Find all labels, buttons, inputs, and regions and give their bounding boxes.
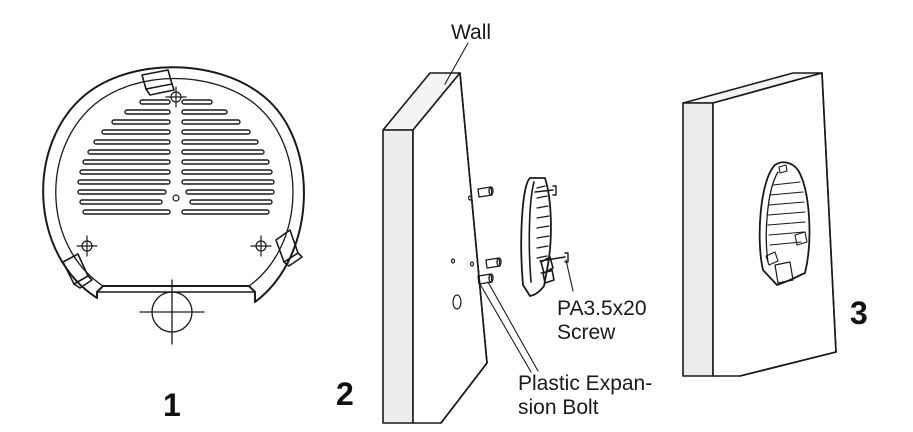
expansion-bolt-label: Plastic Expan- sion Bolt	[518, 372, 652, 420]
wall-label: Wall	[451, 21, 492, 44]
wall-holes	[450, 195, 475, 310]
step-number-2: 2	[336, 376, 354, 412]
leader-lines	[444, 42, 574, 373]
step-number-1: 1	[163, 387, 181, 423]
expansion-bolt-label-line2: sion Bolt	[518, 396, 599, 419]
screw-label-line2: Screw	[557, 321, 616, 344]
bracket-side-view	[520, 177, 555, 297]
bracket-screw-holes	[76, 86, 272, 257]
expansion-bolt-label-line1: Plastic Expan-	[518, 372, 653, 395]
screw-label: PA3.5x20 Screw	[557, 297, 647, 345]
bracket-vent-right	[181, 99, 275, 215]
wall-block	[382, 72, 488, 424]
screw-label-line1: PA3.5x20	[557, 297, 647, 320]
bracket-clips	[62, 69, 303, 289]
step-number-3: 3	[850, 295, 868, 331]
bracket-vent-left	[77, 99, 171, 215]
mounted-bracket	[758, 161, 811, 286]
bracket-cable-hole	[139, 279, 205, 345]
expansion-bolts	[477, 186, 502, 285]
